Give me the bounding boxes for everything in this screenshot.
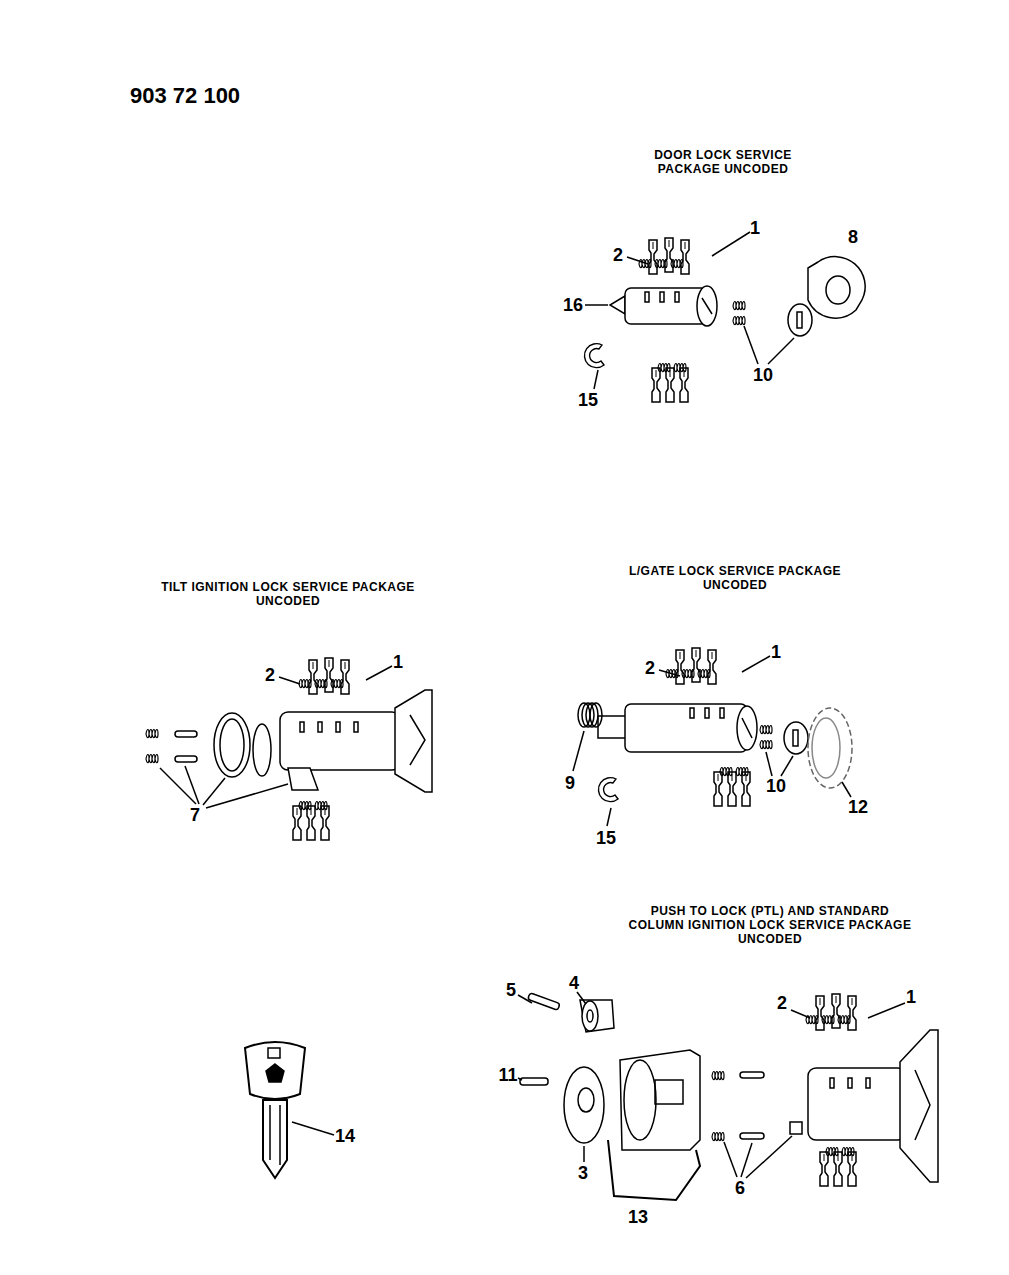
callout-number: 8: [848, 228, 858, 246]
part-number: 903 72 100: [130, 85, 240, 107]
callout-number: 10: [766, 777, 786, 795]
callout-number: 1: [750, 219, 760, 237]
callout-number: 1: [771, 643, 781, 661]
callout-number: 5: [506, 981, 516, 999]
section-heading: TILT IGNITION LOCK SERVICE PACKAGE UNCOD…: [153, 580, 423, 608]
callout-number: 16: [563, 296, 583, 314]
callout-number: 2: [613, 246, 623, 264]
callout-number: 10: [753, 366, 773, 384]
callout-number: 2: [645, 659, 655, 677]
callout-number: 2: [777, 994, 787, 1012]
callout-number: 4: [569, 974, 579, 992]
callout-number: 12: [848, 798, 868, 816]
section-heading: L/GATE LOCK SERVICE PACKAGE UNCODED: [610, 564, 860, 592]
callout-number: 1: [906, 988, 916, 1006]
callout-number: 11: [498, 1066, 517, 1084]
callout-number: 1: [393, 653, 403, 671]
callout-number: 13: [628, 1208, 648, 1226]
callout-number: 15: [578, 391, 598, 409]
callout-number: 15: [596, 829, 616, 847]
section-heading: PUSH TO LOCK (PTL) AND STANDARD COLUMN I…: [625, 904, 915, 946]
section-heading: DOOR LOCK SERVICE PACKAGE UNCODED: [623, 148, 823, 176]
callout-number: 2: [265, 666, 275, 684]
callout-number: 3: [578, 1164, 588, 1182]
callout-number: 6: [735, 1179, 745, 1197]
callout-number: 7: [190, 806, 200, 824]
callout-number: 9: [565, 774, 575, 792]
callout-number: 14: [335, 1127, 355, 1145]
